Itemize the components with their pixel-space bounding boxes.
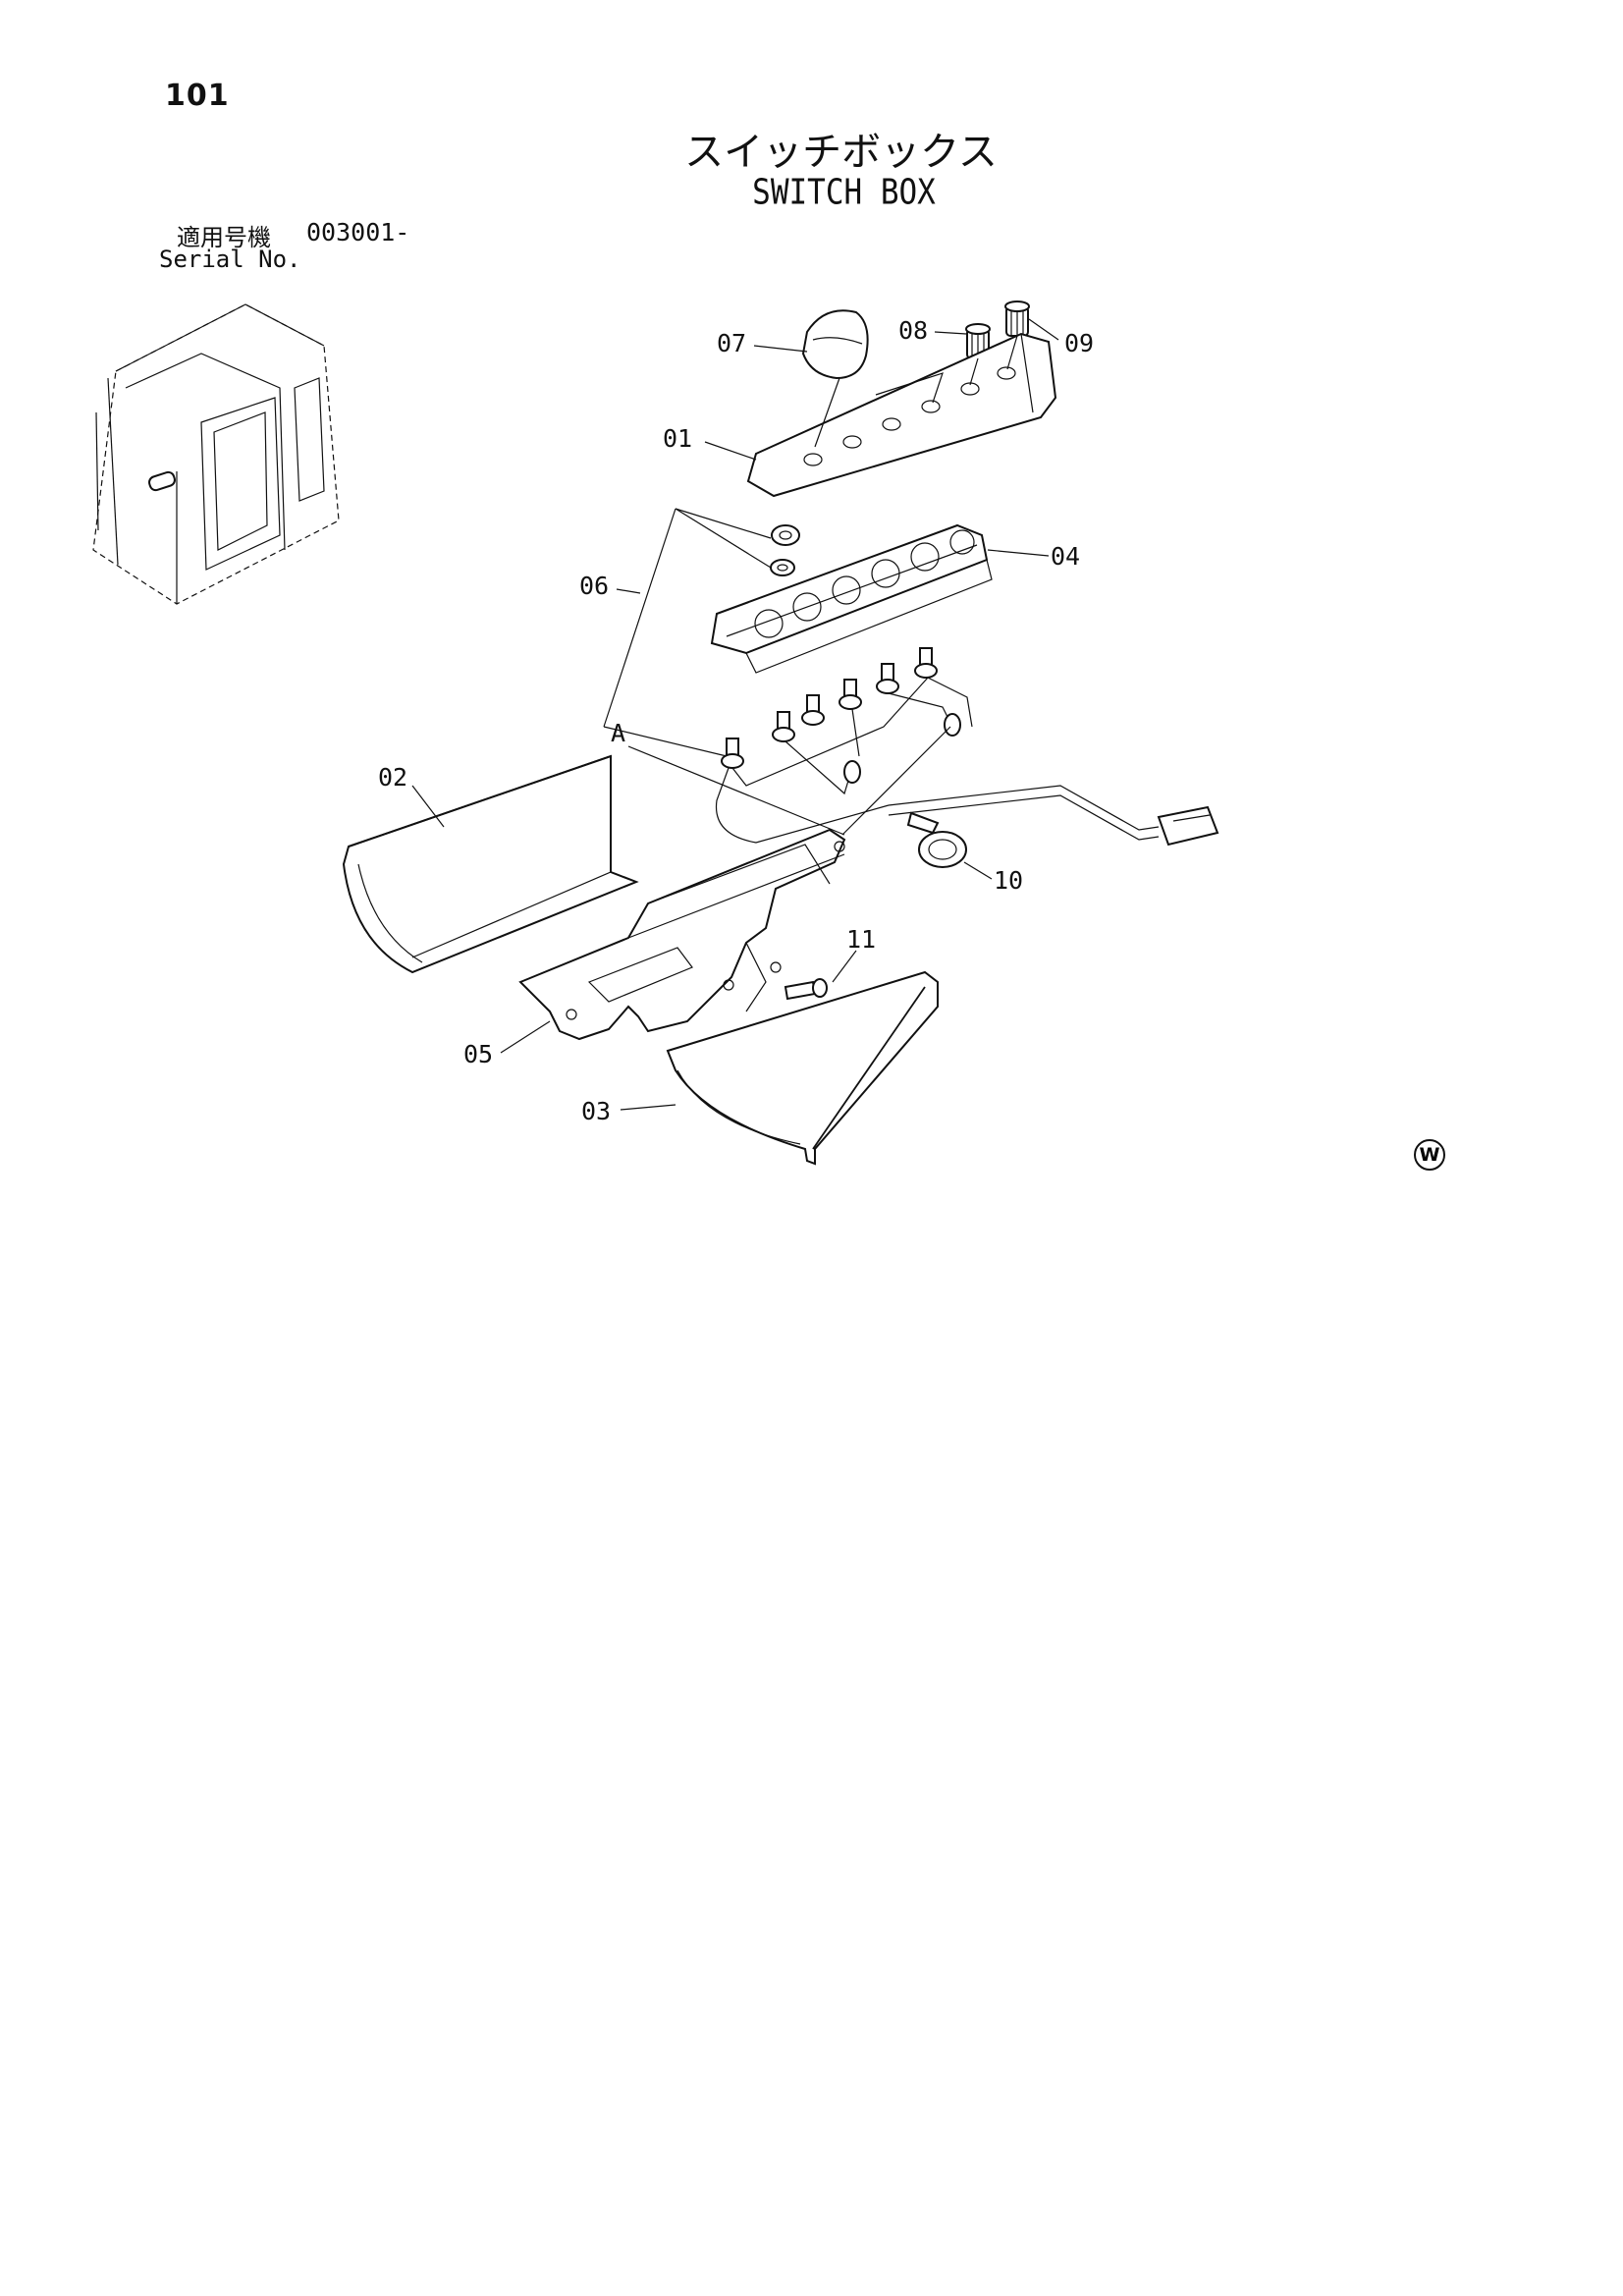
leader-08 xyxy=(934,331,967,335)
page-title-japanese: スイッチボックス xyxy=(684,130,998,175)
part-04-switch-panel xyxy=(710,523,993,674)
page-title-english: SWITCH BOX xyxy=(752,172,936,213)
serial-label-english: Serial No. xyxy=(159,246,301,273)
leader-03 xyxy=(620,1104,676,1111)
callout-03: 03 xyxy=(581,1097,611,1125)
part-07-knob xyxy=(801,309,869,380)
callout-02: 02 xyxy=(378,763,407,792)
part-02-left-cover xyxy=(342,754,639,974)
leader-06 xyxy=(616,588,641,594)
serial-number-value: 003001- xyxy=(306,218,410,246)
callout-04: 04 xyxy=(1051,542,1080,571)
callout-09: 09 xyxy=(1064,329,1094,357)
catalog-mark: W xyxy=(1414,1139,1445,1171)
part-01-switch-cover xyxy=(746,332,1057,498)
callout-05: 05 xyxy=(463,1040,493,1068)
cab-thumbnail xyxy=(92,303,340,605)
callout-07: 07 xyxy=(717,329,746,357)
nut-washer xyxy=(770,524,800,576)
part-06-bracket-lines xyxy=(603,508,772,757)
callout-11: 11 xyxy=(846,925,876,954)
leader-11 xyxy=(832,950,857,983)
leader-04 xyxy=(987,549,1050,557)
leader-09 xyxy=(1028,318,1059,341)
callout-08: 08 xyxy=(898,316,928,345)
leader-01 xyxy=(704,441,757,461)
page-number: 101 xyxy=(165,79,230,113)
leader-10 xyxy=(963,861,993,880)
part-10-clamp xyxy=(906,811,967,868)
part-05-mounting-plate xyxy=(518,828,846,1041)
leader-07 xyxy=(753,345,808,353)
leader-05 xyxy=(500,1020,551,1054)
serial-label-japanese: 適用号機 xyxy=(177,224,271,251)
switch-harness xyxy=(715,647,1219,847)
part-09-knob xyxy=(1004,301,1030,337)
part-11-bolt xyxy=(784,978,828,1001)
callout-ref-a: A xyxy=(611,719,625,747)
callout-01: 01 xyxy=(663,424,692,453)
leader-02 xyxy=(411,785,445,828)
part-03-right-cover xyxy=(666,970,939,1166)
callout-06: 06 xyxy=(579,572,609,600)
callout-10: 10 xyxy=(994,866,1023,895)
